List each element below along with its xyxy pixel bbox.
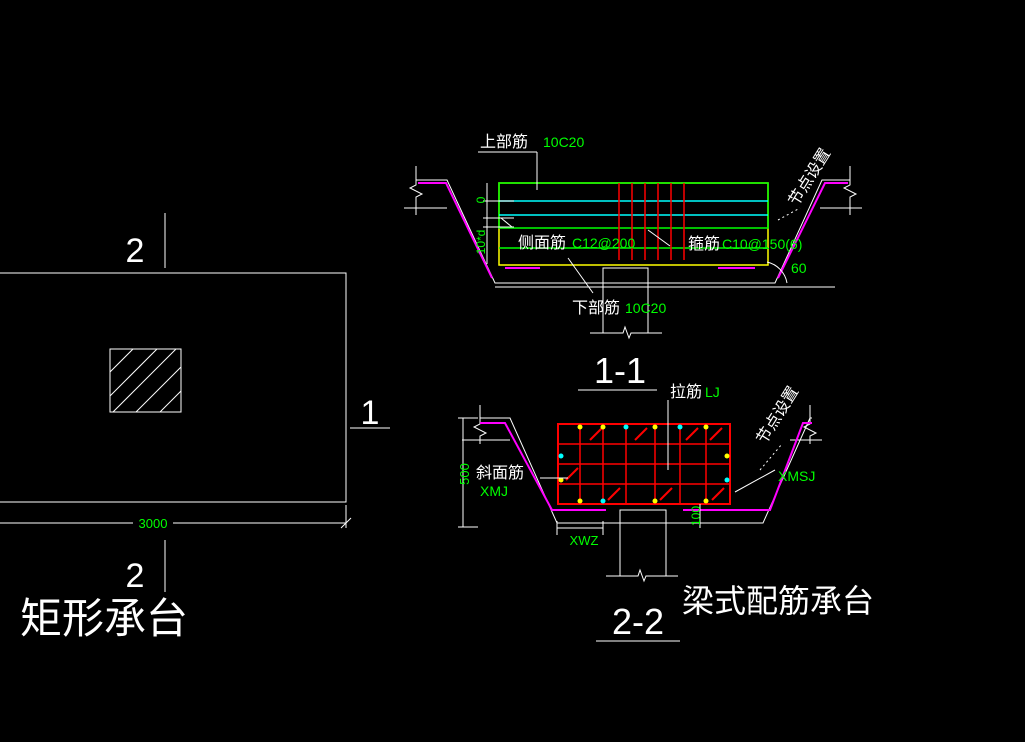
s1-cage-outer (498, 182, 769, 266)
s2-break-left (462, 405, 510, 444)
s2-tie-label: 拉筋 (670, 383, 702, 401)
s2-tie-value: LJ (705, 384, 720, 400)
s2-slope-rebar-left (480, 422, 606, 511)
s2-dim-500 (458, 417, 478, 528)
section-1-1: 0 10*d 上部筋 10C20 侧面筋 C12@200 箍筋 C10@150(… (404, 133, 862, 391)
s1-concrete-outline (416, 179, 850, 284)
s1-stirrups (618, 183, 685, 260)
s2-xmsj: XMSJ (778, 468, 815, 484)
section-mark-right: 1 (361, 394, 380, 432)
dimension-3000: 3000 (139, 516, 168, 531)
s1-slope-rebar-right (777, 182, 848, 279)
s2-cage-grid (558, 424, 730, 504)
s2-dim-xwz (556, 521, 604, 535)
s1-top-rebar-label: 上部筋 (480, 133, 528, 151)
s1-title: 1-1 (594, 350, 646, 391)
section-mark-top: 2 (126, 232, 145, 270)
s1-cage-top-bar (498, 182, 769, 229)
s2-slope-value: XMJ (480, 483, 508, 499)
plan-outline (0, 272, 347, 503)
s1-dim-side: 10*d (474, 230, 488, 255)
s1-stirrup-label: 箍筋 (688, 235, 720, 253)
s1-dim-zero: 0 (474, 196, 488, 203)
s1-slope-rebar-left (418, 182, 493, 279)
s2-pile (619, 509, 667, 576)
s2-rebar-dots (558, 424, 730, 504)
s2-xwz: XWZ (570, 533, 599, 548)
section-mark-bottom: 2 (126, 557, 145, 595)
column-hatch-box (109, 348, 182, 413)
plan-view: 2 2 1 3000 矩形承台 (0, 213, 390, 642)
dimension-line (0, 505, 352, 529)
s1-dim-left (483, 183, 514, 264)
s1-angle: 60 (791, 260, 807, 276)
s1-top-rebar-value: 10C20 (543, 134, 584, 150)
s1-break-left (404, 166, 447, 215)
s2-slope-label: 斜面筋 (476, 464, 524, 482)
section-2-2: 500 XWZ 100 拉筋 LJ 节点设置 斜面筋 XMJ XMSJ 2-2 … (457, 383, 874, 642)
s1-side-rebar-label: 侧面筋 (518, 234, 566, 252)
s2-dim-500: 500 (457, 463, 472, 485)
s1-side-rebar-value: C12@200 (572, 235, 635, 251)
s1-pile (602, 267, 649, 333)
s2-slope-rebar-right (683, 422, 812, 511)
s2-node-setting: 节点设置 (753, 383, 802, 447)
s1-node-setting: 节点设置 (785, 145, 834, 209)
s1-break-right (820, 166, 862, 215)
s2-title: 2-2 (612, 601, 664, 642)
s2-dim-100: 100 (689, 506, 703, 526)
s1-stirrup-value: C10@150(6) (722, 236, 802, 252)
column-hatch (109, 348, 182, 413)
s2-break-right (790, 405, 822, 444)
s2-caption: 梁式配筋承台 (682, 583, 874, 619)
s1-bottom-rebar-label: 下部筋 (572, 299, 620, 317)
s1-bottom-rebar-value: 10C20 (625, 300, 666, 316)
plan-title: 矩形承台 (20, 595, 188, 642)
